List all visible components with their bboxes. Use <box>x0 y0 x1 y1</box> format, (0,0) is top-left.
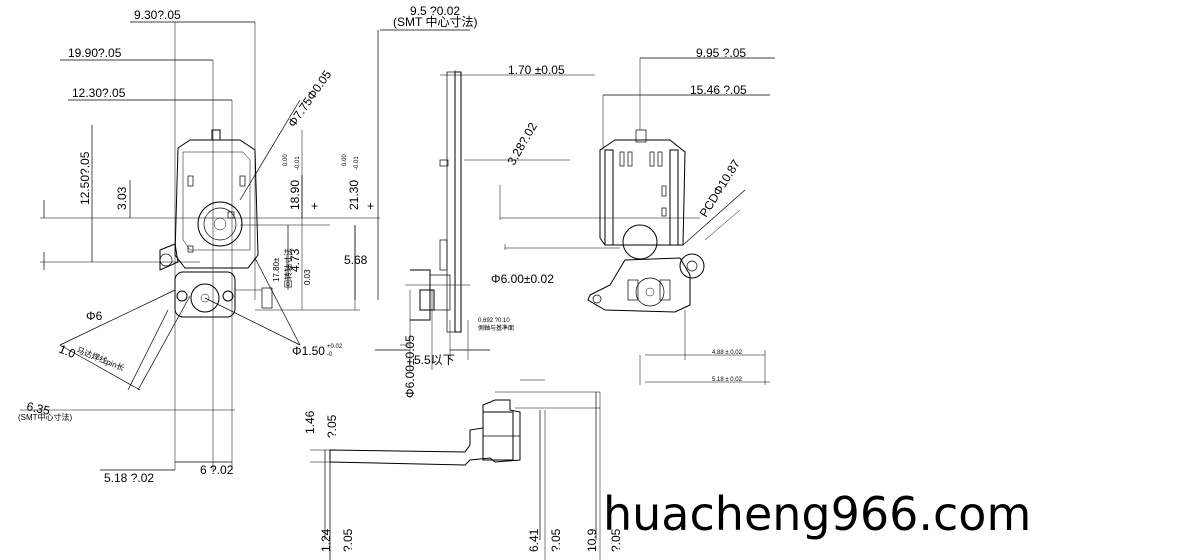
dim-5-18: 5.18 ?.02 <box>104 471 154 485</box>
dim-1-0: 1.0 <box>57 342 78 361</box>
dim-21-30-tol-lower: -0.01 <box>354 156 360 170</box>
dim-9-30: 9.30?.05 <box>134 8 181 22</box>
dim-phi-6-00-a: Φ6.00±0.02 <box>491 272 554 286</box>
dim-9-5-note: (SMT 中心寸法) <box>393 14 477 29</box>
dim-18-90-tol-lower: -0.01 <box>295 156 301 170</box>
dim-9-5: 9.5 ?0.02 <box>410 4 460 18</box>
dim-1-0-note: 马达焊线pin长 <box>75 345 126 373</box>
dim-6: 6 ?.02 <box>200 463 234 477</box>
dim-18-90-tol-upper: 0.00 <box>283 154 289 166</box>
dim-1-46-tol: ?.05 <box>325 414 339 438</box>
dim-6-35: 6.35 <box>25 399 51 418</box>
dim-1-24-tol: ?.05 <box>341 528 355 552</box>
dim-21-30-tol-upper: 0.00 <box>342 154 348 166</box>
watermark-text: huacheng966.com <box>603 487 1031 541</box>
dim-6-35-note: (SMT中心寸法) <box>18 412 73 422</box>
dim-1-24: 1.24 <box>319 528 333 552</box>
dim-0-692: 0.692 ?0.10 <box>478 318 510 324</box>
dim-10-9-tol: ?.05 <box>609 528 623 552</box>
dim-3-28: 3.28?.02 <box>504 120 540 168</box>
dim-phi-1-50: Φ1.50 <box>292 344 325 358</box>
dim-1-46: 1.46 <box>303 410 317 434</box>
right-view <box>499 57 775 385</box>
dim-15-46: 15.46 ?.05 <box>690 83 747 97</box>
dim-3-03: 3.03 <box>115 186 129 210</box>
dim-19-90: 19.90?.05 <box>68 46 122 60</box>
dim-phi-6: Φ6 <box>86 309 103 323</box>
svg-text:+: + <box>367 199 374 213</box>
dim-6-41-tol: ?.05 <box>549 528 563 552</box>
side-view <box>375 70 595 370</box>
dim-10-9: 10.9 <box>585 528 599 552</box>
dim-phi-1-50-tol-upper: +0.02 <box>327 344 343 350</box>
dim-12-50: 12.50?.05 <box>78 151 92 205</box>
dim-1-70: 1.70 ±0.05 <box>508 63 565 77</box>
dim-21-30: 21.30 <box>347 180 361 210</box>
bottom-view <box>310 379 601 560</box>
dim-phi-7-75: Φ7.75Φ0.05 <box>285 67 334 129</box>
dim-0-03: 0.03 <box>303 269 312 285</box>
svg-text:+: + <box>311 199 318 213</box>
dim-4-73-note: 回转轴寸法 <box>283 248 293 288</box>
dim-6-41: 6.41 <box>527 528 541 552</box>
dim-5-18-b: 5.18 ± 0.02 <box>712 377 743 383</box>
dim-phi-6-00-b: Φ6.00±0.05 <box>403 335 417 398</box>
dim-5-5: 5.5以下 <box>414 353 455 367</box>
dim-0-692-note: 側軸与基準面 <box>478 324 514 332</box>
dim-5-68: 5.68 <box>344 253 368 267</box>
dim-4-73: 4.73 <box>288 248 302 272</box>
front-view: + + <box>20 21 470 471</box>
dim-9-95: 9.95 ?.05 <box>696 46 746 60</box>
dim-12-30: 12.30?.05 <box>72 86 126 100</box>
dim-18-90: 18.90 <box>288 180 302 210</box>
dim-pcd-10-87: PCDΦ10.87 <box>697 157 743 220</box>
dim-17-80: 17.80± <box>272 257 281 282</box>
dim-phi-1-50-tol-lower: -0 <box>327 352 333 358</box>
dim-4-88: 4.88 ± 0.02 <box>712 350 743 356</box>
